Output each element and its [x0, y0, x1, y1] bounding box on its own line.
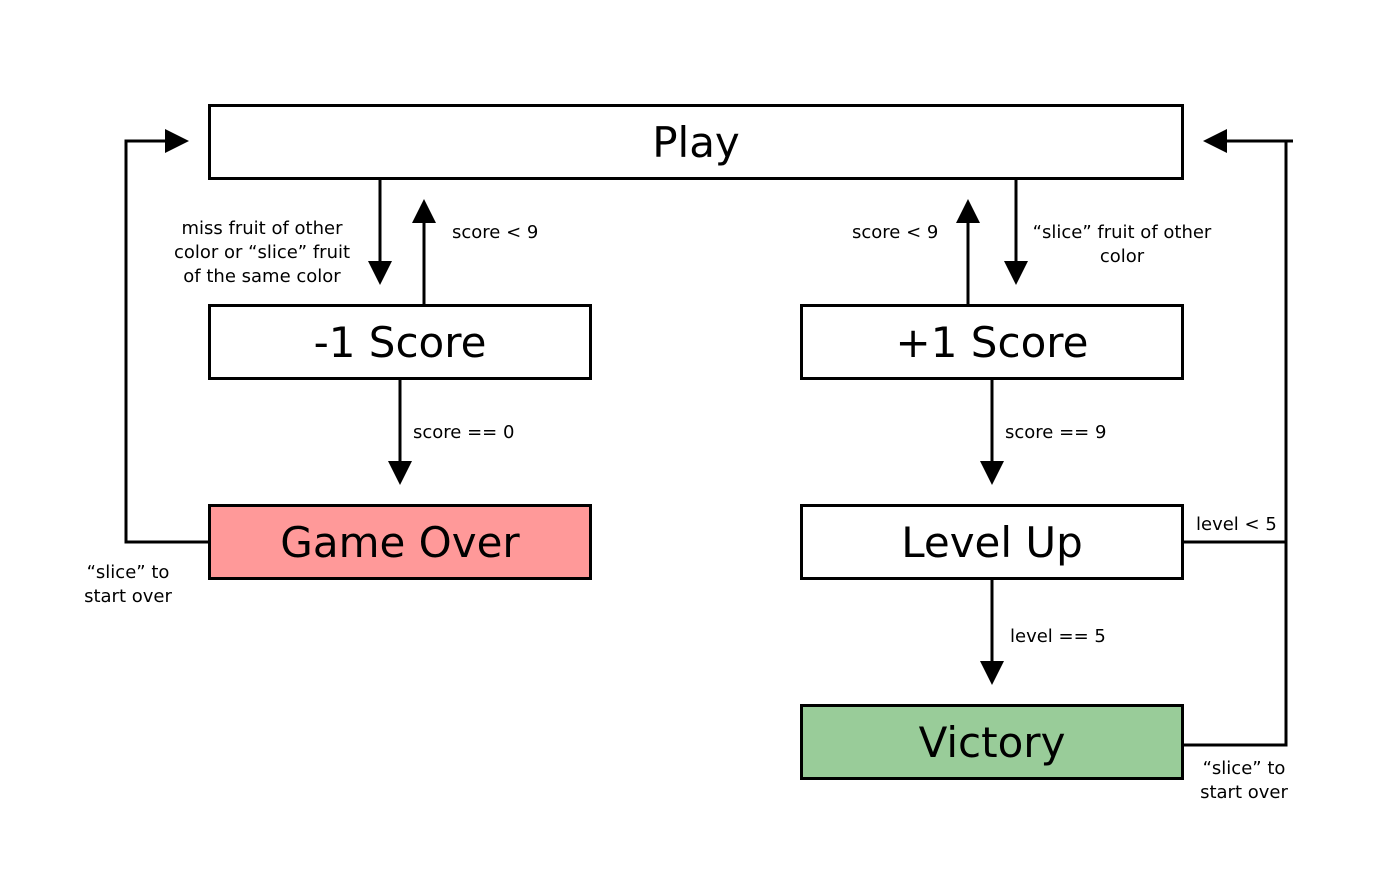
- state-victory-label: Victory: [918, 717, 1066, 767]
- state-level-up: Level Up: [800, 504, 1184, 580]
- edge-label-line: “slice” to: [86, 562, 170, 583]
- edge-label-line: of the same color: [183, 266, 341, 287]
- state-play: Play: [208, 104, 1184, 180]
- state-game-over-label: Game Over: [280, 517, 520, 567]
- edge-label-minus-score-to-play: score < 9: [452, 222, 539, 243]
- edge-label-line: miss fruit of other: [181, 218, 343, 239]
- edge-label-plus-score-to-level-up: score == 9: [1005, 422, 1107, 443]
- state-play-label: Play: [652, 117, 740, 167]
- state-plus-score-label: +1 Score: [895, 317, 1089, 367]
- state-level-up-label: Level Up: [901, 517, 1083, 567]
- edge-label-line: color or “slice” fruit: [173, 242, 351, 263]
- edge-label-level-up-to-play: level < 5: [1196, 514, 1277, 535]
- edge-label-line: start over: [84, 586, 172, 607]
- edge-label-line: “slice” to: [1202, 758, 1286, 779]
- edge-label-game-over-to-play: “slice” to start over: [68, 561, 188, 609]
- state-victory: Victory: [800, 704, 1184, 780]
- state-game-over: Game Over: [208, 504, 592, 580]
- edge-label-line: start over: [1200, 782, 1288, 803]
- edge-label-plus-score-to-play: score < 9: [852, 222, 939, 243]
- edge-label-line: “slice” fruit of other: [1032, 222, 1212, 243]
- edge-label-minus-score-to-game-over: score == 0: [413, 422, 515, 443]
- edge-label-level-up-to-victory: level == 5: [1010, 626, 1106, 647]
- state-plus-score: +1 Score: [800, 304, 1184, 380]
- edge-label-victory-to-play: “slice” to start over: [1184, 757, 1304, 805]
- edge-label-play-to-plus-score: “slice” fruit of other color: [1022, 221, 1222, 269]
- state-minus-score-label: -1 Score: [313, 317, 487, 367]
- edge-label-play-to-minus-score: miss fruit of other color or “slice” fru…: [152, 217, 372, 289]
- arrow-game-over-to-play: [124, 129, 208, 544]
- arrow-victory-to-play: [1184, 141, 1293, 747]
- edge-label-line: color: [1099, 246, 1145, 267]
- state-minus-score: -1 Score: [208, 304, 592, 380]
